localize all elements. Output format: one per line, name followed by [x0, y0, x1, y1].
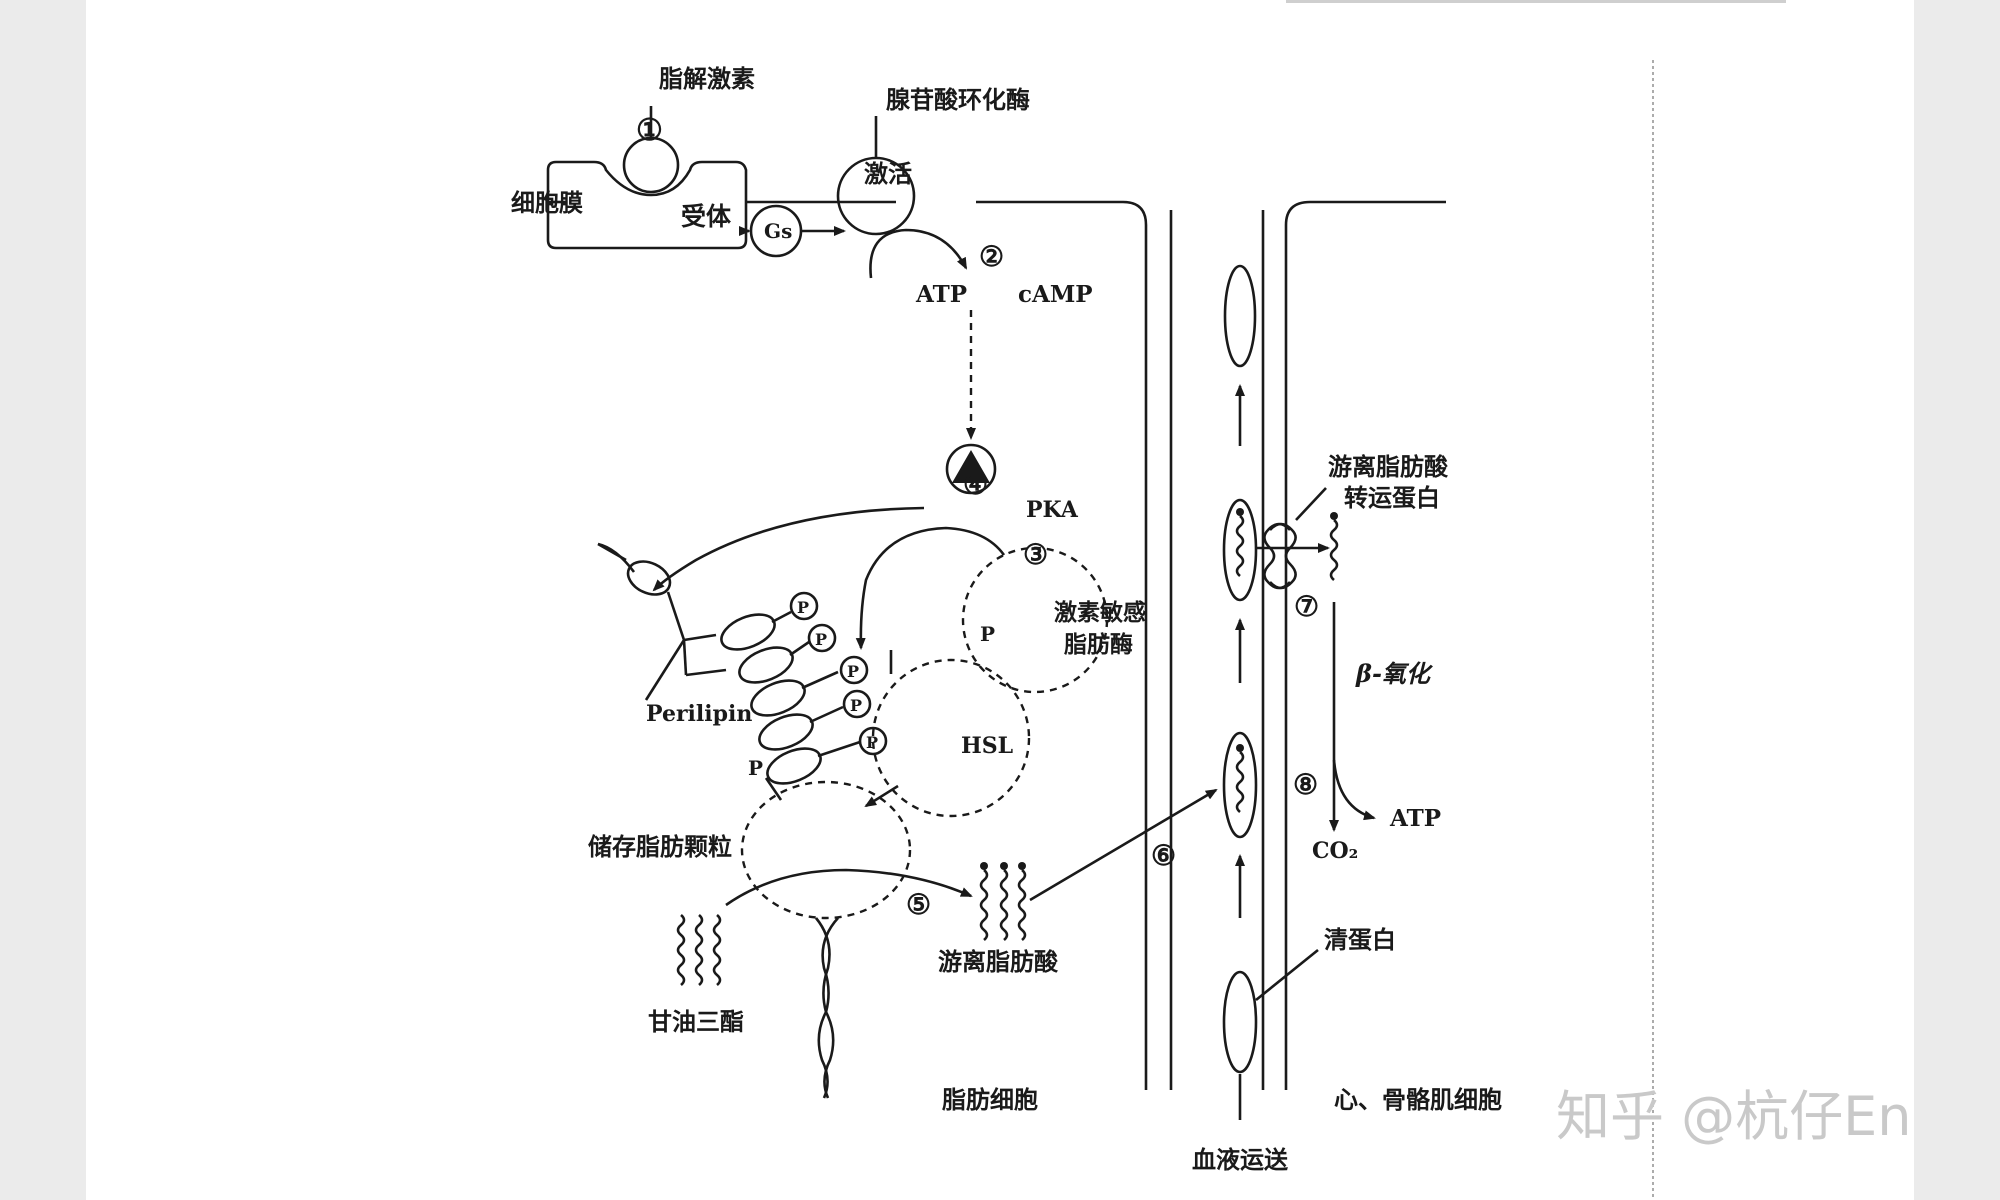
- blood-transport-label: 血液运送: [1192, 1145, 1289, 1174]
- albumin-label: 清蛋白: [1324, 925, 1396, 954]
- pka-symbol: [945, 443, 997, 495]
- hsl-to-droplet-arrow: [864, 784, 899, 808]
- perilipin-label: Perilipin: [646, 701, 752, 727]
- perilipin-structure: [597, 542, 888, 801]
- lipolytic-hormone-label: 脂解激素: [659, 64, 755, 93]
- beta-oxidation-label: β-氧化: [1355, 659, 1434, 688]
- step-4: ④: [963, 468, 988, 501]
- cell-membrane: [548, 200, 1446, 1090]
- receptor: [546, 106, 786, 250]
- atp-top-label: ATP: [915, 281, 967, 308]
- lipolysis-diagram: 脂解激素 受体 细胞膜 Gs 腺苷酸环化酶 激活 ATP cAMP PKA 激素…: [511, 0, 1914, 1200]
- pka-to-hsl-arrow: [855, 526, 1006, 650]
- step-7: ⑦: [1294, 590, 1319, 623]
- step-8: ⑧: [1293, 768, 1318, 801]
- phospho-3: P: [847, 662, 859, 681]
- gs-protein: [749, 204, 803, 258]
- blood-vessel: [1222, 264, 1319, 1120]
- triglyceride-icon: [676, 914, 722, 986]
- triglyceride-to-ffa-arrow: [725, 868, 973, 907]
- triglyceride-chain: [814, 917, 839, 1099]
- step-6: ⑥: [1151, 839, 1176, 872]
- hsl-active-circle: [871, 658, 1031, 818]
- ffa-transporter-line2: 转运蛋白: [1344, 483, 1440, 512]
- adipocyte-label: 脂肪细胞: [942, 1085, 1038, 1114]
- muscle-cell-label: 心、骨骼肌细胞: [1334, 1085, 1502, 1114]
- receptor-label: 受体: [681, 202, 732, 231]
- lipid-droplet: [740, 780, 912, 920]
- atp-to-camp-arrow: [869, 228, 968, 279]
- hsl-phospho-label: P: [980, 622, 995, 646]
- atp-branch-arrow: [1332, 759, 1376, 821]
- step-5: ⑤: [906, 888, 931, 921]
- hsl-inactive-circle: [961, 546, 1109, 694]
- cell-membrane-label: 细胞膜: [511, 188, 583, 217]
- scan-residue: [1286, 0, 1786, 3]
- hsl-name-line1: 激素敏感: [1054, 599, 1146, 626]
- pka-to-perilipin-arrow: [652, 506, 925, 592]
- co2-label: CO₂: [1312, 838, 1358, 864]
- adenylate-cyclase-label: 腺苷酸环化酶: [886, 85, 1030, 114]
- ffa-label: 游离脂肪酸: [938, 947, 1059, 976]
- ffa-icon: [979, 862, 1027, 941]
- droplet-phospho-label: P: [748, 756, 763, 780]
- triglyceride-label: 甘油三酯: [648, 1007, 744, 1036]
- step-2: ②: [979, 240, 1004, 273]
- step-3: ③: [1023, 538, 1048, 571]
- gs-label: Gs: [764, 219, 792, 243]
- watermark: 知乎 @杭仔Ender: [1556, 1085, 1914, 1148]
- ffa-transporter-line1: 游离脂肪酸: [1328, 452, 1449, 481]
- phospho-2: P: [815, 630, 827, 649]
- hsl-label: HSL: [961, 733, 1013, 759]
- phospho-1: P: [797, 598, 809, 617]
- ffa-to-blood-arrow: [1029, 788, 1218, 902]
- phospho-4: P: [850, 696, 862, 715]
- atp-right-label: ATP: [1389, 805, 1441, 832]
- figure-page: 脂解激素 受体 细胞膜 Gs 腺苷酸环化酶 激活 ATP cAMP PKA 激素…: [86, 0, 1914, 1200]
- hsl-name-line2: 脂肪酶: [1064, 631, 1133, 658]
- camp-label: cAMP: [1018, 281, 1093, 308]
- phospho-5: P: [866, 733, 878, 752]
- lipid-droplet-label: 储存脂肪颗粒: [588, 832, 732, 861]
- activate-label: 激活: [864, 159, 912, 188]
- pka-label: PKA: [1026, 497, 1079, 523]
- albumin-pointer: [1255, 948, 1319, 1002]
- ffa-transporter: [1256, 487, 1339, 590]
- step-1: ①: [636, 113, 663, 148]
